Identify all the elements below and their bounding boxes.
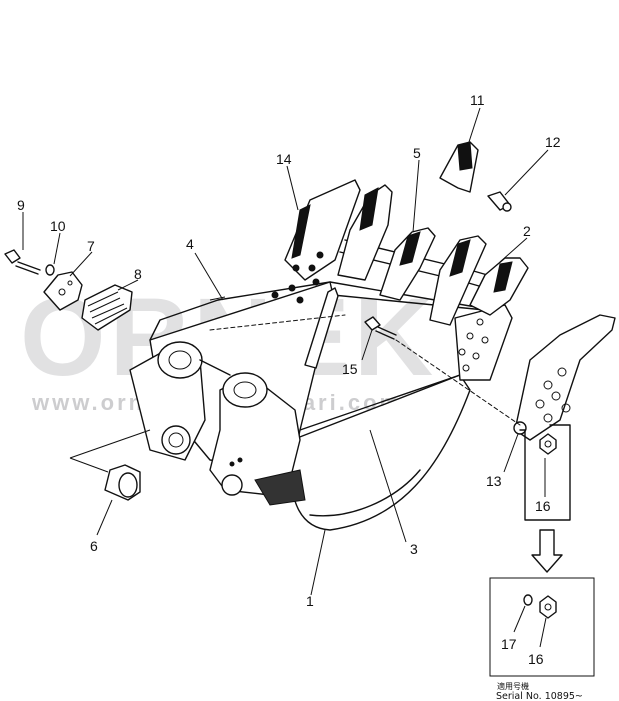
shims-8 [81,284,133,331]
washer-10 [45,264,55,276]
callout-16-lower: 16 [528,651,544,667]
callout-1: 1 [306,593,314,609]
point-11 [439,141,479,193]
callout-7: 7 [87,238,95,254]
callout-2: 2 [523,223,531,239]
callout-16-upper: 16 [535,498,551,514]
callout-3: 3 [410,541,418,557]
callout-10: 10 [50,218,66,234]
leader-6-bracket [69,457,109,473]
callouts: 1 2 3 4 5 6 7 8 9 10 11 12 13 14 15 16 1… [17,92,561,667]
callout-17: 17 [501,636,517,652]
callout-15: 15 [342,361,358,377]
spacer-7 [43,271,83,311]
teeth-row [337,184,529,326]
callout-14: 14 [276,151,292,167]
side-cutter-13 [513,314,616,441]
callout-13: 13 [486,473,502,489]
serial-label-jp: 適用号機 [497,681,529,691]
bushing-6 [104,464,141,501]
side-cutter-14 [271,179,361,304]
bolt-15 [364,316,397,340]
callout-9: 9 [17,197,25,213]
serial-label-en: Serial No. 10895~ [496,691,583,701]
pin-3 [304,287,339,369]
callout-11: 11 [470,92,485,108]
serial-note: 適用号機 Serial No. 10895~ [496,681,583,701]
callout-6: 6 [90,538,98,554]
callout-5: 5 [413,145,421,161]
leader-lines [22,107,549,596]
bolt-9 [4,249,41,275]
callout-8: 8 [134,266,142,282]
hinge-brackets [129,341,306,506]
callout-4: 4 [186,236,194,252]
nut-16-box [519,424,571,521]
pin-12 [487,191,512,212]
callout-12: 12 [545,134,561,150]
serial-box [489,577,595,677]
arrow-down [531,529,563,573]
boss-4 [149,296,226,341]
